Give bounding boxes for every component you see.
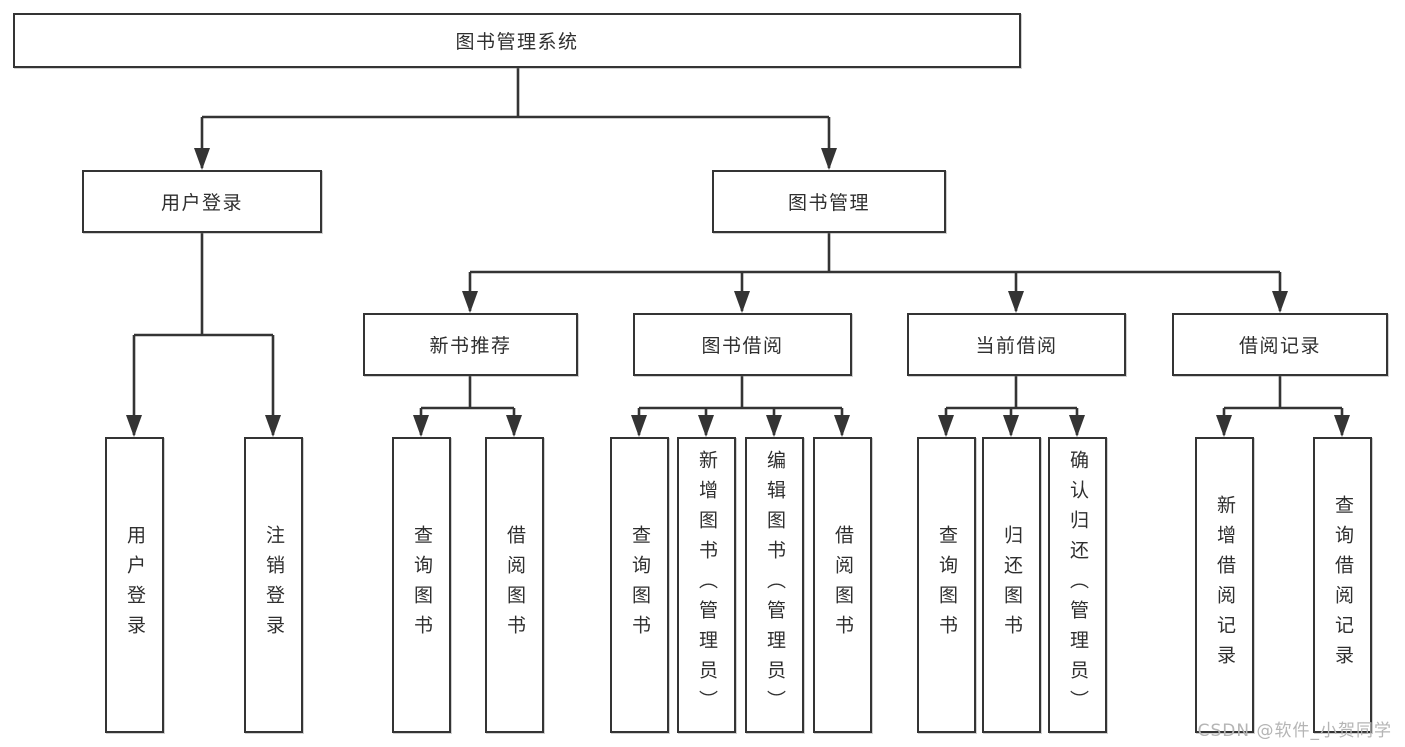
node-label: 借阅图书: [832, 525, 854, 645]
node-label: 查询图书: [411, 525, 433, 645]
node-label: 新增图书（管理员）: [696, 450, 718, 720]
edge-borrowing-records-children: [1222, 376, 1344, 435]
node-label: 归还图书: [1001, 525, 1023, 645]
leaf-query-books-1: 查询图书: [392, 437, 451, 733]
node-library-system: 图书管理系统: [13, 13, 1021, 68]
node-label: 确认归还（管理员）: [1067, 450, 1089, 720]
node-current-borrowing: 当前借阅: [907, 313, 1126, 376]
node-book-management: 图书管理: [712, 170, 946, 233]
node-label: 图书管理系统: [455, 31, 579, 53]
edge-root-to-level2: [200, 68, 831, 168]
node-label: 当前借阅: [975, 335, 1058, 357]
edge-book-management-children: [468, 233, 1282, 311]
leaf-add-book-admin: 新增图书（管理员）: [677, 437, 736, 733]
node-label: 注销登录: [263, 525, 285, 645]
edge-user-login-children: [132, 233, 275, 435]
leaf-logout: 注销登录: [244, 437, 303, 733]
node-label: 编辑图书（管理员）: [764, 450, 786, 720]
node-label: 图书借阅: [701, 335, 784, 357]
node-label: 图书管理: [787, 192, 870, 214]
leaf-user-login: 用户登录: [105, 437, 164, 733]
node-borrowing-records: 借阅记录: [1172, 313, 1388, 376]
node-label: 新书推荐: [429, 335, 512, 357]
edge-book-borrowing-children: [637, 376, 844, 435]
node-label: 新增借阅记录: [1214, 495, 1236, 675]
leaf-return-book: 归还图书: [982, 437, 1041, 733]
node-new-book-recommend: 新书推荐: [363, 313, 578, 376]
leaf-borrow-books-2: 借阅图书: [813, 437, 872, 733]
arrowheads: [126, 148, 1350, 437]
node-label: 查询图书: [936, 525, 958, 645]
node-book-borrowing: 图书借阅: [633, 313, 852, 376]
leaf-edit-book-admin: 编辑图书（管理员）: [745, 437, 804, 733]
leaf-query-books-2: 查询图书: [610, 437, 669, 733]
leaf-add-borrow-record: 新增借阅记录: [1195, 437, 1254, 733]
node-label: 用户登录: [160, 192, 243, 214]
leaf-query-books-3: 查询图书: [917, 437, 976, 733]
node-label: 借阅图书: [504, 525, 526, 645]
edge-new-book-children: [419, 376, 516, 435]
leaf-query-borrow-record: 查询借阅记录: [1313, 437, 1372, 733]
leaf-borrow-books-1: 借阅图书: [485, 437, 544, 733]
csdn-watermark: CSDN @软件_小贺同学: [1197, 721, 1392, 741]
node-label: 查询图书: [629, 525, 651, 645]
node-label: 用户登录: [124, 525, 146, 645]
node-user-login: 用户登录: [82, 170, 322, 233]
node-label: 借阅记录: [1238, 335, 1321, 357]
leaf-confirm-return-admin: 确认归还（管理员）: [1048, 437, 1107, 733]
node-label: 查询借阅记录: [1332, 495, 1354, 675]
